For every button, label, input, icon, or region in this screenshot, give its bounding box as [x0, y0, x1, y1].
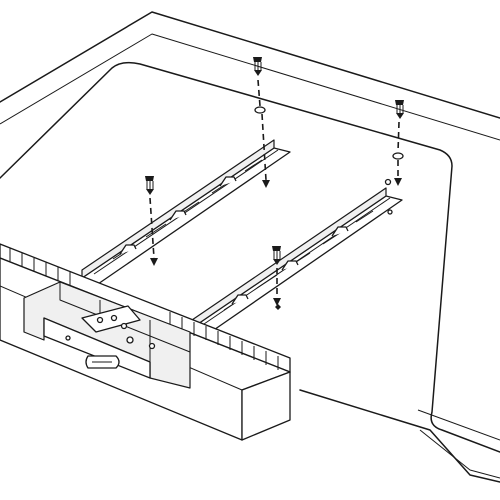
arrow-head	[150, 258, 158, 266]
washer	[254, 106, 266, 114]
mounting-screw	[145, 176, 154, 195]
screw-guide-line	[397, 121, 400, 178]
screw-guide-line	[149, 197, 155, 259]
right-rail-tabs	[231, 226, 349, 305]
left-mounting-rail	[81, 139, 291, 285]
washer	[392, 152, 404, 160]
mounting-screw	[272, 246, 281, 265]
right-mounting-rail	[191, 178, 403, 335]
arrow-head	[394, 178, 402, 186]
right-rail-slots	[223, 210, 374, 311]
mounting-screw	[253, 57, 262, 76]
mounting-screw	[395, 100, 404, 119]
arrow-head	[273, 298, 281, 306]
tv-back-panel	[0, 11, 500, 483]
soundbar-bracket	[23, 281, 191, 389]
screw-guide-line	[257, 79, 267, 181]
arrow-head	[262, 180, 270, 188]
screw-marker	[275, 304, 281, 310]
left-rail-tabs	[119, 176, 237, 255]
